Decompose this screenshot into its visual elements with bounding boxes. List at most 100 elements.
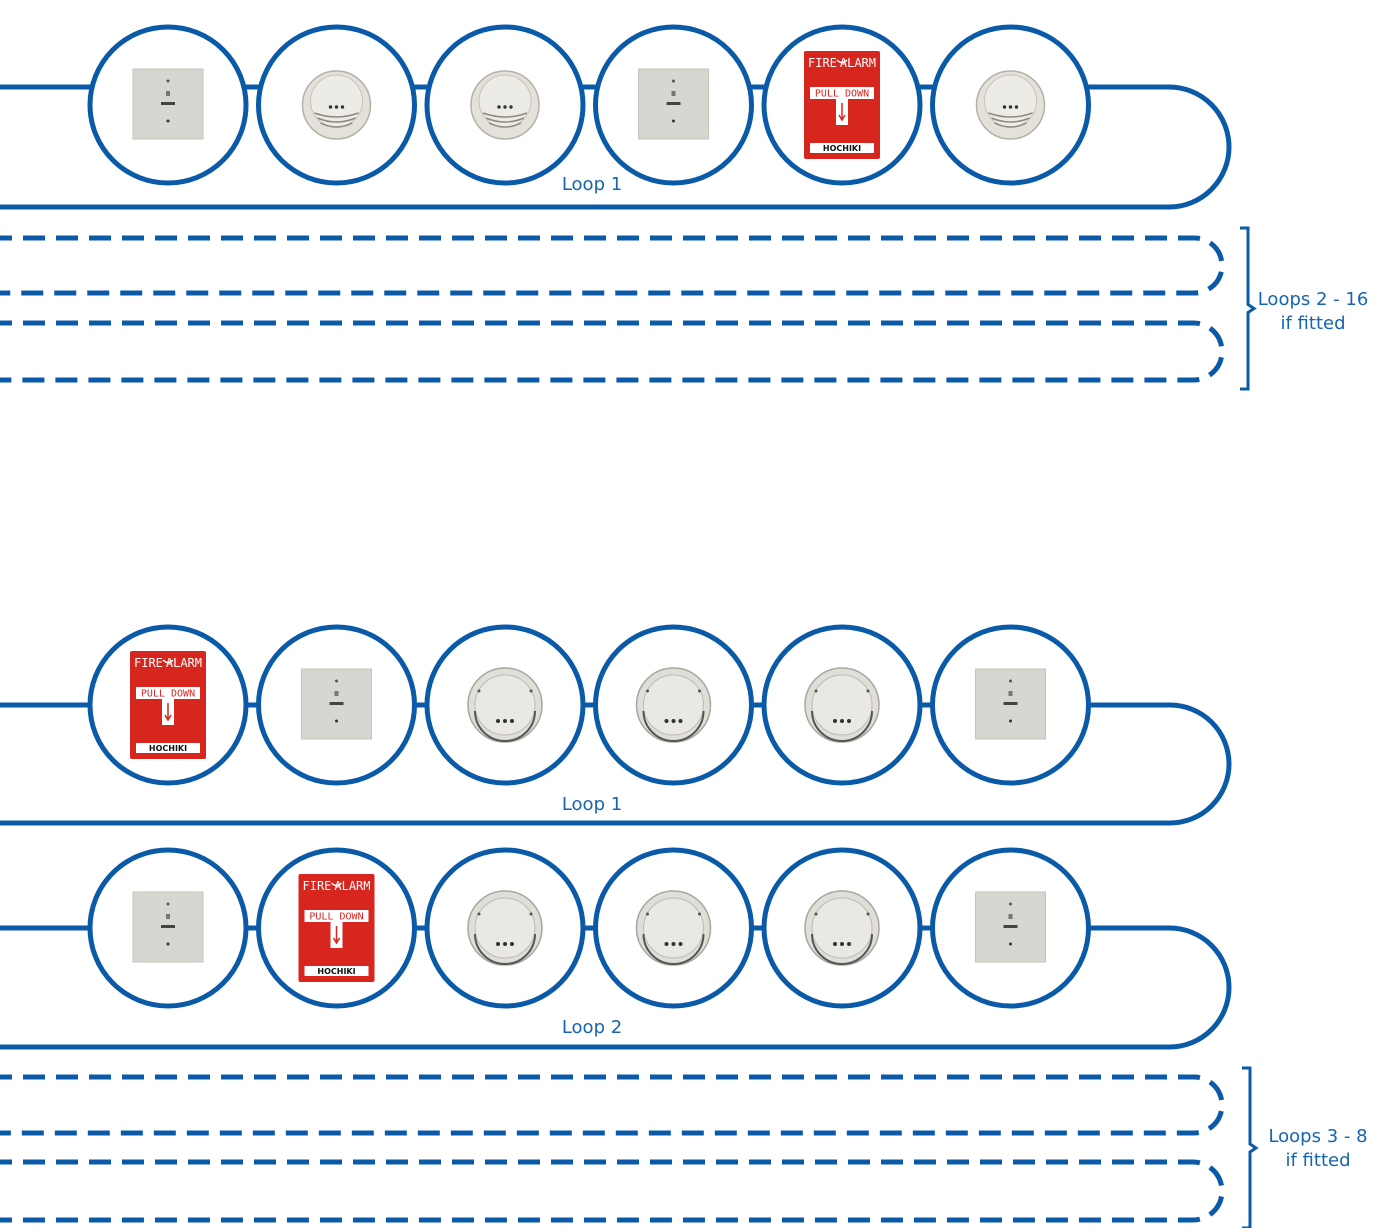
bottom-loop1-2-address-switch [335, 691, 339, 696]
smoke-detector-icon [468, 891, 542, 965]
top-loop1-4-address-switch [672, 91, 676, 96]
top-optional-line2: if fitted [1280, 313, 1345, 334]
top-loop1-device-4 [596, 27, 752, 183]
bottom-loop2-4-inner-ring [644, 898, 704, 958]
interface-module-icon [133, 69, 203, 139]
bottom-loop1-2-led [335, 680, 338, 683]
top-loop1-device-1 [90, 27, 246, 183]
bottom-loop2-6-brand-strip [1004, 925, 1018, 928]
bottom-loop2-4-screw-a [646, 913, 649, 916]
bottom-loop2-4-dot-0 [665, 942, 669, 946]
bottom-loop2-1-led [167, 903, 170, 906]
bottom-loop2-3-inner-ring [475, 898, 535, 958]
bottom-loop1-1-brand: HOCHIKI [149, 744, 187, 753]
top-loop1-device-3 [427, 27, 583, 183]
top-loop1-6-dot-1 [1009, 105, 1012, 108]
top-loop3-dashed-line [0, 323, 1222, 380]
bottom-loop1-5-dot-2 [847, 719, 851, 723]
heat-detector-icon [303, 71, 371, 139]
bottom-loop1-6-address-switch [1009, 691, 1013, 696]
top-loop1-2-dot-0 [329, 105, 332, 108]
top-loop1-1-brand-strip [161, 102, 175, 105]
bottom-loop1-4-dot-0 [665, 719, 669, 723]
bottom-loop1-device-6 [933, 627, 1089, 783]
top-loop1-5-label-middle: PULL DOWN [815, 89, 869, 100]
bottom-loop1-3-dot-2 [510, 719, 514, 723]
bottom-loop2-3-dot-1 [503, 942, 507, 946]
top-loop1-device-2 [259, 27, 415, 183]
top-loop1-2-dome [311, 75, 363, 127]
bottom-loop2-5-inner-ring [812, 898, 872, 958]
bottom-loop4-dashed-line [0, 1162, 1222, 1220]
bottom-loop1-4-inner-ring [644, 675, 704, 735]
bottom-loop2-4-screw-b [698, 913, 701, 916]
top-optional-bracket [1240, 228, 1254, 389]
bottom-loop2-device-2: FIREALARM PULL DOWN HOCHIKI [259, 850, 415, 1006]
bottom-loop1-6-screw [1009, 720, 1012, 723]
bottom-loop2-1-screw [167, 943, 170, 946]
bottom-loop2-5-dot-0 [833, 942, 837, 946]
bottom-optional-bracket [1242, 1068, 1256, 1228]
bottom-loop1-3-inner-ring [475, 675, 535, 735]
bottom-loop2-3-screw-a [478, 913, 481, 916]
bottom-loop1-5-dot-0 [833, 719, 837, 723]
top-loop1-5-label-right: ALARM [840, 56, 876, 70]
bottom-loop1-4-screw-a [646, 690, 649, 693]
bottom-loop2-5-dot-1 [840, 942, 844, 946]
interface-module-icon [133, 892, 203, 962]
smoke-detector-icon [637, 668, 711, 742]
interface-module-icon [976, 669, 1046, 739]
interface-module-icon [302, 669, 372, 739]
bottom-loop1-5-screw-b [867, 690, 870, 693]
bottom-loop1-2-brand-strip [330, 702, 344, 705]
interface-module-icon [976, 892, 1046, 962]
bottom-loop2-5-dot-2 [847, 942, 851, 946]
bottom-loop2-6-screw [1009, 943, 1012, 946]
bottom-optional-line2: if fitted [1285, 1150, 1350, 1171]
smoke-detector-icon [637, 891, 711, 965]
top-loop1-4-led [672, 80, 675, 83]
bottom-loop1-2-screw [335, 720, 338, 723]
bottom-loop1-6-led [1009, 680, 1012, 683]
bottom-loop2-device-4 [596, 850, 752, 1006]
bottom-loop2-2-brand: HOCHIKI [317, 967, 355, 976]
top-loop1-3-dot-1 [503, 105, 506, 108]
bottom-loop1-3-dot-1 [503, 719, 507, 723]
bottom-loop1-device-2 [259, 627, 415, 783]
bottom-loop1-4-dot-1 [672, 719, 676, 723]
bottom-loop1-5-inner-ring [812, 675, 872, 735]
top-loop1-6-dot-0 [1003, 105, 1006, 108]
interface-module-icon [639, 69, 709, 139]
bottom-loop1-6-brand-strip [1004, 702, 1018, 705]
bottom-loop1-1-label-middle: PULL DOWN [141, 689, 195, 700]
top-loop1-4-brand-strip [667, 102, 681, 105]
smoke-detector-icon [805, 891, 879, 965]
bottom-loop2-device-3 [427, 850, 583, 1006]
bottom-loop1-device-4 [596, 627, 752, 783]
bottom-loop2-3-dot-0 [496, 942, 500, 946]
bottom-loop1-4-dot-2 [679, 719, 683, 723]
bottom-loop2-1-brand-strip [161, 925, 175, 928]
bottom-loop2-2-label-left: FIRE [303, 879, 332, 893]
bottom-loop1-4-screw-b [698, 690, 701, 693]
bottom-loop1-3-screw-b [530, 690, 533, 693]
top-loop1-3-dome [479, 75, 531, 127]
bottom-loop2-3-dot-2 [510, 942, 514, 946]
top-loop1-2-dot-1 [335, 105, 338, 108]
bottom-loop2-4-dot-1 [672, 942, 676, 946]
smoke-detector-icon [468, 668, 542, 742]
smoke-detector-icon [805, 668, 879, 742]
bottom-loop2-3-screw-b [530, 913, 533, 916]
bottom-loop2-4-dot-2 [679, 942, 683, 946]
bottom-loop2-2-label-right: ALARM [334, 879, 370, 893]
bottom-loop2-2-label-middle: PULL DOWN [309, 912, 363, 923]
bottom-loop1-5-screw-a [815, 690, 818, 693]
top-loop1-5-brand: HOCHIKI [823, 144, 861, 153]
top-loop1-1-led [167, 80, 170, 83]
